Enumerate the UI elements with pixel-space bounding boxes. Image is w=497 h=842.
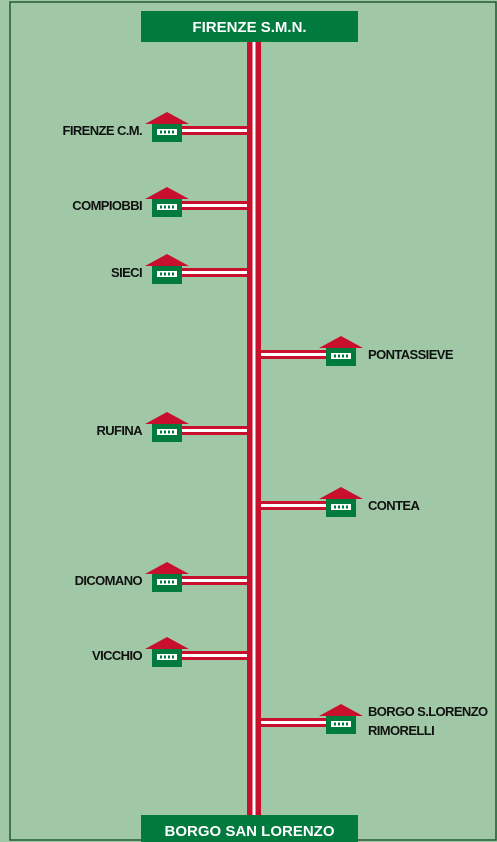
station-vicchio[interactable]: VICCHIO	[92, 637, 247, 667]
station-house-icon	[145, 254, 189, 284]
station-pontassieve[interactable]: PONTASSIEVE	[261, 336, 454, 366]
station-sign	[331, 721, 351, 727]
station-label: FIRENZE C.M.	[63, 123, 142, 138]
terminus-top-label: FIRENZE S.M.N.	[192, 19, 306, 36]
station-house-icon	[145, 637, 189, 667]
terminus-top-box	[141, 11, 358, 42]
station-roof	[319, 487, 363, 499]
terminus-top[interactable]: FIRENZE S.M.N.	[141, 11, 358, 42]
terminus-bottom-label: BORGO SAN LORENZO	[164, 823, 334, 840]
station-label: RIMORELLI	[368, 723, 434, 738]
station-label: DICOMANO	[75, 573, 143, 588]
station-borgo-slorenzo-rimorelli[interactable]: BORGO S.LORENZO RIMORELLI	[261, 704, 489, 738]
station-compiobbi[interactable]: COMPIOBBI	[72, 187, 247, 217]
station-label: COMPIOBBI	[72, 198, 142, 213]
station-roof	[145, 412, 189, 424]
station-label: RUFINA	[96, 423, 143, 438]
station-roof	[145, 562, 189, 574]
station-dicomano[interactable]: DICOMANO	[75, 562, 247, 592]
station-roof	[145, 187, 189, 199]
station-sign	[331, 504, 351, 510]
station-house-icon	[319, 487, 363, 517]
station-sieci[interactable]: SIECI	[111, 254, 247, 284]
station-house-icon	[145, 187, 189, 217]
station-roof	[145, 254, 189, 266]
station-sign	[157, 204, 177, 210]
terminus-bottom-box	[141, 815, 358, 842]
station-firenze-cm[interactable]: FIRENZE C.M.	[63, 112, 247, 142]
station-label: CONTEA	[368, 498, 421, 513]
station-roof	[319, 704, 363, 716]
station-label: BORGO S.LORENZO	[368, 704, 488, 719]
station-roof	[145, 112, 189, 124]
station-roof	[319, 336, 363, 348]
station-contea[interactable]: CONTEA	[261, 487, 421, 517]
station-sign	[157, 579, 177, 585]
stations-layer: FIRENZE C.M. COMPIOBBI SIECI PONTASSIEVE RUF…	[63, 112, 489, 738]
station-sign	[331, 353, 351, 359]
terminus-bottom[interactable]: BORGO SAN LORENZO	[141, 815, 358, 842]
station-house-icon	[145, 562, 189, 592]
station-house-icon	[145, 112, 189, 142]
station-house-icon	[319, 704, 363, 734]
station-sign	[157, 129, 177, 135]
station-label: PONTASSIEVE	[368, 347, 454, 362]
station-roof	[145, 637, 189, 649]
station-sign	[157, 271, 177, 277]
station-rufina[interactable]: RUFINA	[96, 412, 247, 442]
station-house-icon	[145, 412, 189, 442]
station-sign	[157, 654, 177, 660]
station-label: VICCHIO	[92, 648, 142, 663]
main-rail-line	[247, 35, 261, 825]
station-label: SIECI	[111, 265, 142, 280]
station-sign	[157, 429, 177, 435]
station-house-icon	[319, 336, 363, 366]
